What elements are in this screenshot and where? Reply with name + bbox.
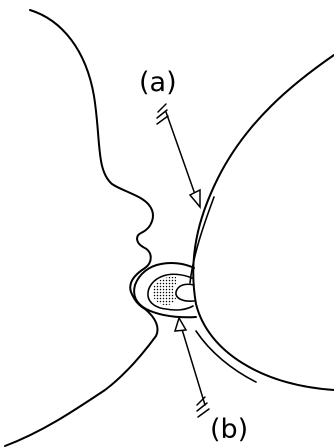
arrow-b-fletching xyxy=(197,397,209,417)
nipple xyxy=(176,284,194,301)
milk-stipple xyxy=(152,277,176,305)
breast-inner-line-lower xyxy=(196,331,256,382)
arrow-a-shaft xyxy=(166,112,197,200)
arrow-b-head xyxy=(175,318,186,331)
label-a: (a) xyxy=(139,67,177,98)
arrow-a-head xyxy=(190,190,200,207)
breast-outline xyxy=(193,55,334,390)
infant-face-profile xyxy=(5,10,158,446)
label-b: (b) xyxy=(210,414,248,445)
